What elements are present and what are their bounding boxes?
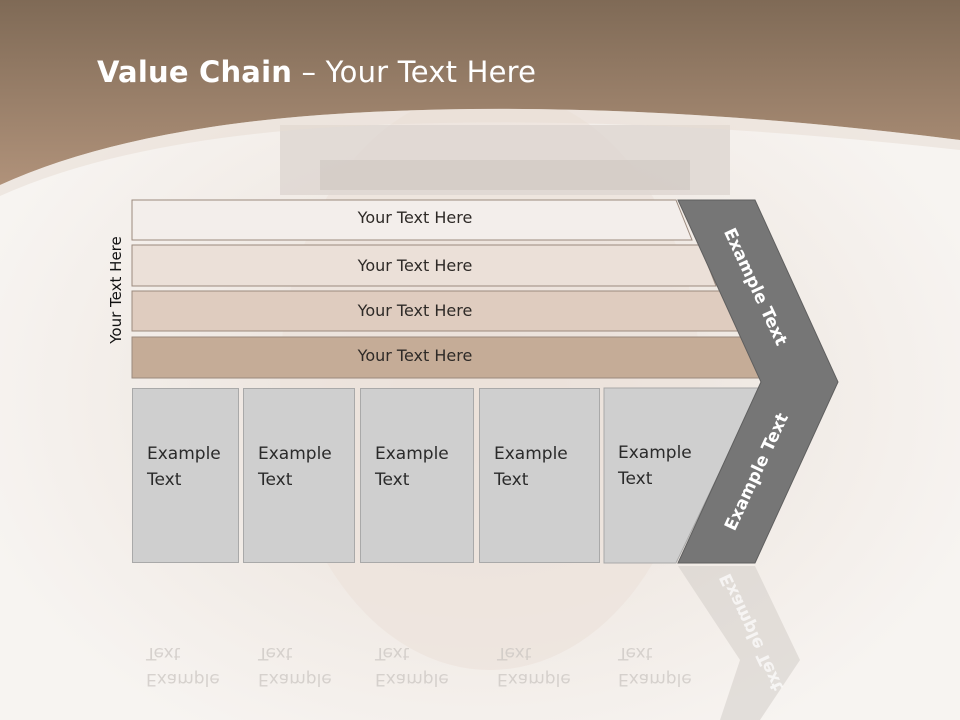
title-bold: Value Chain bbox=[97, 55, 293, 89]
box-3-label: Example Text bbox=[375, 444, 449, 490]
box-3: Example Text bbox=[360, 388, 474, 563]
chevron-shape bbox=[677, 199, 839, 564]
box-5-shape bbox=[603, 387, 761, 564]
slide-title: Value Chain – Your Text Here bbox=[97, 55, 536, 89]
row-label-3: Your Text Here bbox=[357, 301, 473, 320]
box-1: Example Text bbox=[132, 388, 239, 563]
box-2-label: Example Text bbox=[258, 444, 332, 490]
box-4: Example Text bbox=[479, 388, 600, 563]
box-4-reflection: Example Text bbox=[497, 643, 571, 689]
row-label-1: Your Text Here bbox=[357, 208, 473, 227]
box-3-reflection: Example Text bbox=[375, 643, 449, 689]
box-5-label: Example Text bbox=[618, 443, 692, 489]
chevron-reflection bbox=[678, 566, 800, 720]
box-1-reflection: Example Text bbox=[146, 643, 220, 689]
box-2: Example Text bbox=[243, 388, 355, 563]
title-rest: – Your Text Here bbox=[292, 55, 537, 89]
row-bar-2 bbox=[131, 244, 717, 287]
row-label-4: Your Text Here bbox=[357, 346, 473, 365]
box-5-reflection: Example Text bbox=[618, 643, 692, 689]
box-4-label: Example Text bbox=[494, 444, 568, 490]
row-label-2: Your Text Here bbox=[357, 256, 473, 275]
box-2-reflection: Example Text bbox=[258, 643, 332, 689]
row-bar-1 bbox=[131, 199, 693, 241]
box-1-label: Example Text bbox=[147, 444, 221, 490]
